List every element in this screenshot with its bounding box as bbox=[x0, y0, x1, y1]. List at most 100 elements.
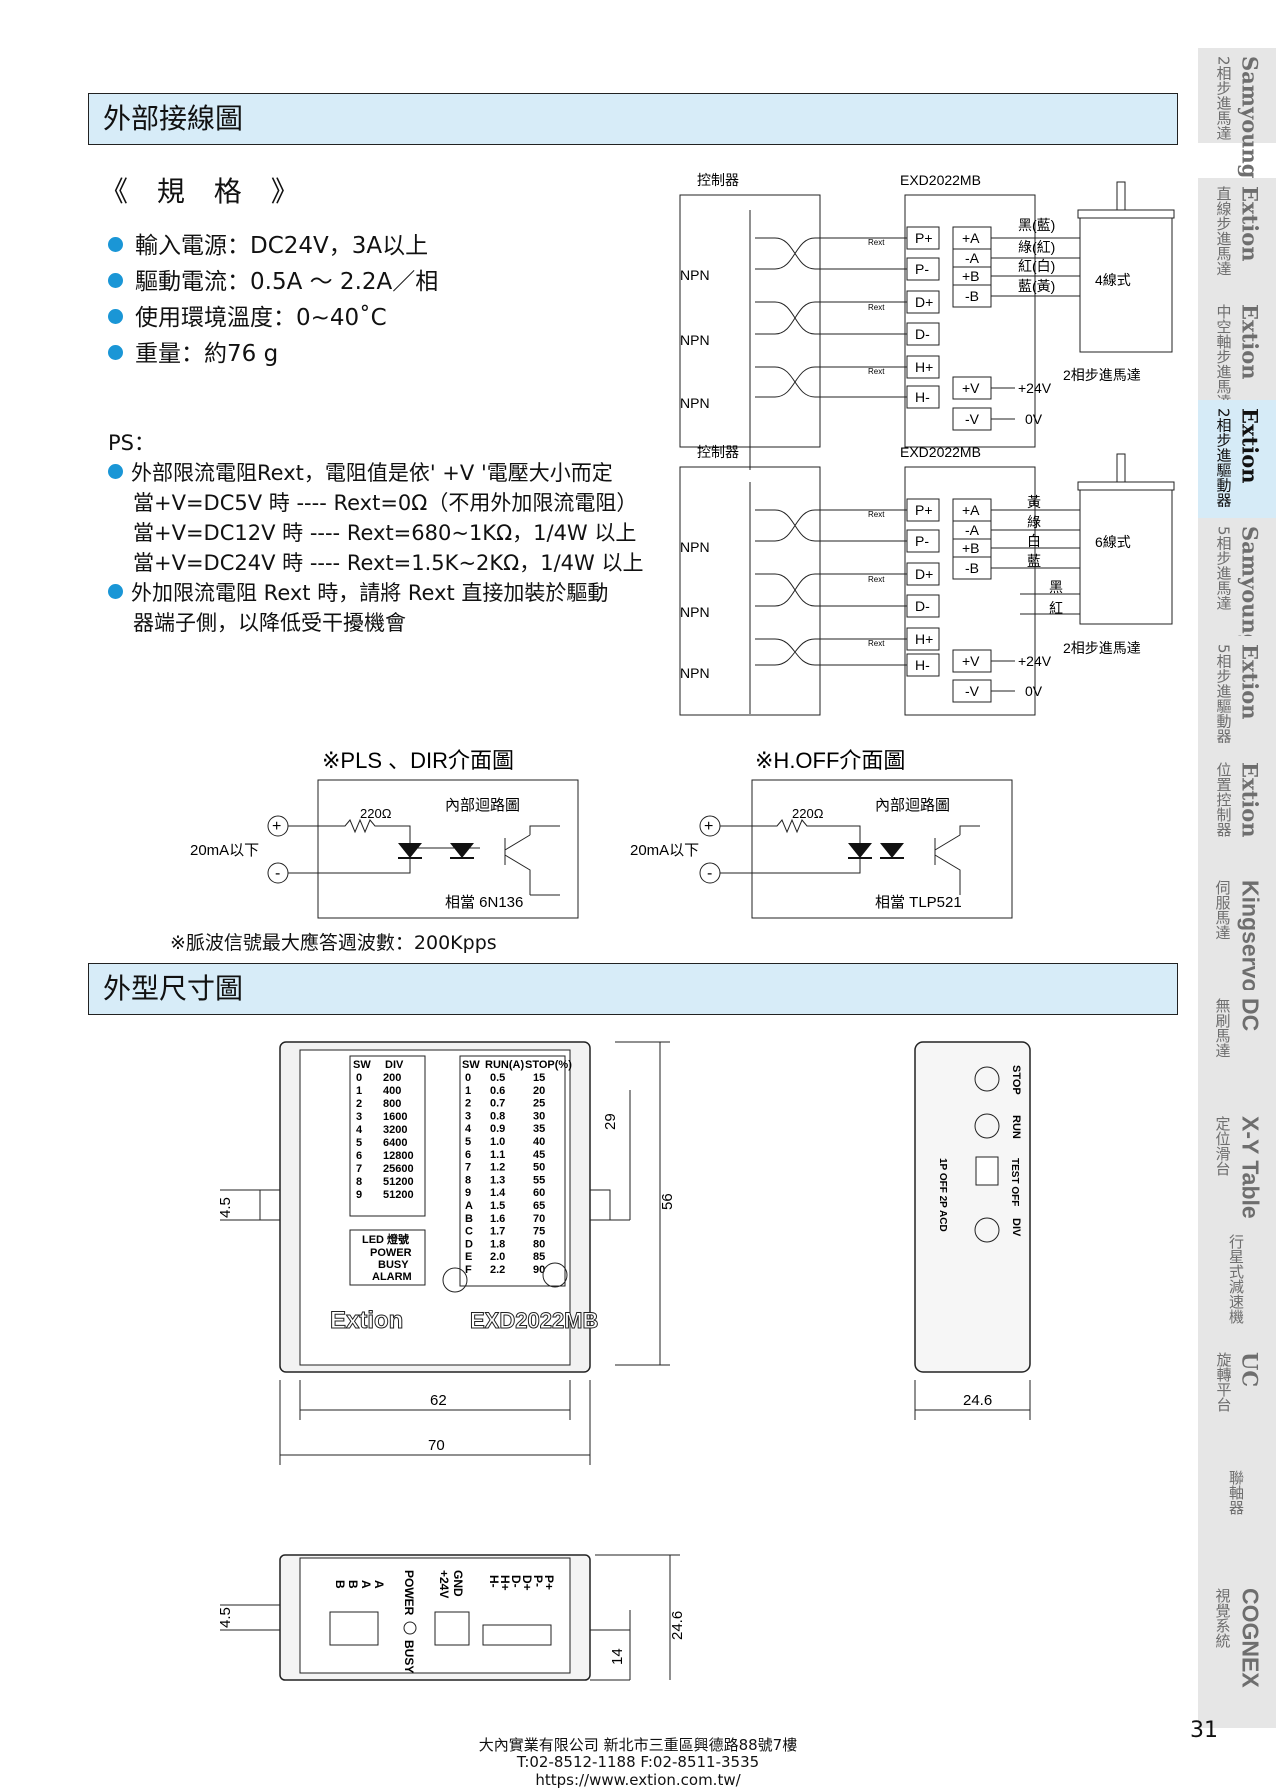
svg-text:GND: GND bbox=[451, 1570, 465, 1597]
bullet-icon bbox=[108, 273, 123, 288]
run-cell: 1.4 bbox=[490, 1187, 506, 1199]
footer-url[interactable]: https://www.extion.com.tw/ bbox=[535, 1771, 741, 1789]
svg-text:H+: H+ bbox=[498, 1575, 512, 1591]
div-cell: 12800 bbox=[383, 1150, 414, 1162]
run-cell: 8 bbox=[465, 1174, 471, 1186]
div-cell: 8 bbox=[356, 1176, 362, 1188]
svg-text:+V: +V bbox=[962, 380, 980, 396]
svg-text:+A: +A bbox=[962, 230, 980, 246]
run-cell: 35 bbox=[533, 1123, 545, 1135]
spec-title: 《 規 格 》 bbox=[100, 175, 309, 208]
run-cell: 0 bbox=[465, 1072, 471, 1084]
svg-text:D+: D+ bbox=[915, 294, 933, 310]
ps-line: 當+V=DC24V 時 ---- Rext=1.5K~2KΩ，1/4W 以上 bbox=[133, 551, 644, 575]
rext-label: Rext bbox=[868, 639, 885, 648]
run-cell: D bbox=[465, 1238, 473, 1250]
svg-text:-B: -B bbox=[965, 560, 979, 576]
rext-label: Rext bbox=[868, 575, 885, 584]
footer-phone: T:02-8512-1188 F:02-8511-3535 bbox=[516, 1753, 760, 1771]
spec-item: 重量：約76 g bbox=[108, 336, 438, 372]
run-cell: 65 bbox=[533, 1200, 545, 1212]
svg-text:RUN: RUN bbox=[1010, 1115, 1022, 1139]
front-view: B B A A POWER BUSY +24V GND H- H+ D- D+ … bbox=[217, 1554, 686, 1681]
wiring-4wire: 控制器 EXD2022MB 4線式 2相步進馬達 P+ P- D+ D- H+ … bbox=[679, 172, 1175, 470]
terminal--V: -V bbox=[952, 679, 992, 703]
rext-label: Rext bbox=[868, 238, 885, 247]
rext-label: Rext bbox=[868, 303, 885, 312]
run-cell: 25 bbox=[533, 1098, 545, 1110]
wire-label: 紅 bbox=[1049, 600, 1063, 616]
terminal-+A: +A bbox=[952, 226, 992, 250]
svg-text:+B: +B bbox=[962, 268, 980, 284]
minus-terminal: - bbox=[707, 865, 712, 882]
svg-text:STOP(%): STOP(%) bbox=[525, 1059, 572, 1071]
ps-notes: PS： 外部限流電阻Rext，電阻值是依' +V '電壓大小而定 當+V=DC5… bbox=[108, 428, 653, 638]
run-cell: 30 bbox=[533, 1110, 545, 1122]
ps-line: 外加限流電阻 Rext 時，請將 Rext 直接加裝於驅動 bbox=[108, 578, 653, 608]
npn-label: NPN bbox=[680, 332, 710, 348]
page-number: 31 bbox=[1190, 1718, 1218, 1743]
bullet-icon bbox=[108, 464, 123, 479]
terminal-+B: +B bbox=[952, 538, 992, 558]
wire-label: 黃 bbox=[1027, 494, 1041, 510]
svg-text:P-: P- bbox=[915, 533, 929, 549]
ps-text: 外加限流電阻 Rext 時，請將 Rext 直接加裝於驅動 bbox=[131, 581, 609, 605]
driver-label: EXD2022MB bbox=[900, 444, 981, 460]
run-cell: 9 bbox=[465, 1187, 471, 1199]
svg-text:H+: H+ bbox=[915, 359, 933, 375]
side-tab[interactable]: 聯軸器 bbox=[1198, 1462, 1276, 1581]
run-cell: 1.0 bbox=[490, 1136, 505, 1148]
div-cell: 6400 bbox=[383, 1137, 407, 1149]
run-cell: 60 bbox=[533, 1187, 545, 1199]
svg-text:D+: D+ bbox=[520, 1575, 534, 1591]
svg-text:A: A bbox=[359, 1580, 373, 1589]
run-cell: 85 bbox=[533, 1251, 545, 1263]
current-label: 20mA以下 bbox=[630, 842, 699, 859]
footer-address: 大內實業有限公司 新北市三重區興德路88號7樓 bbox=[478, 1736, 798, 1754]
svg-text:+B: +B bbox=[962, 540, 980, 556]
pls-dir-interface: ※PLS 、DIR介面圖 220Ω 內部迴路圖 + - 20mA以下 相當 6N… bbox=[190, 748, 579, 919]
svg-text:STOP: STOP bbox=[1010, 1065, 1022, 1095]
div-cell: 1600 bbox=[383, 1111, 407, 1123]
power-label: 0V bbox=[1025, 411, 1043, 427]
plus-terminal: + bbox=[272, 818, 281, 835]
div-cell: 25600 bbox=[383, 1163, 414, 1175]
bullet-icon bbox=[108, 584, 123, 599]
terminal-P-: P- bbox=[906, 257, 940, 281]
ps-text: 外部限流電阻Rext，電阻值是依' +V '電壓大小而定 bbox=[131, 461, 613, 485]
run-cell: 2.0 bbox=[490, 1251, 505, 1263]
side-dim-24.6: 24.6 bbox=[963, 1392, 992, 1409]
run-cell: 40 bbox=[533, 1136, 545, 1148]
run-cell: 6 bbox=[465, 1149, 471, 1161]
pls-title: ※PLS 、DIR介面圖 bbox=[322, 748, 514, 773]
current-label: 20mA以下 bbox=[190, 842, 259, 859]
freq-note: ※脈波信號最大應答週波數：200Kpps bbox=[170, 932, 497, 954]
svg-text:DIV: DIV bbox=[385, 1059, 404, 1071]
terminal-H-: H- bbox=[906, 385, 940, 409]
side-tab[interactable]: 行星式減速機 bbox=[1198, 1226, 1276, 1345]
spec-item: 使用環境溫度：0~40˚C bbox=[108, 300, 438, 336]
resistor-label: 220Ω bbox=[360, 806, 392, 821]
driver-label: EXD2022MB bbox=[900, 172, 981, 188]
wires bbox=[749, 210, 1080, 470]
run-cell: 80 bbox=[533, 1238, 545, 1250]
driver-box bbox=[904, 466, 1036, 716]
run-cell: 90 bbox=[533, 1264, 545, 1276]
bullet-icon bbox=[108, 345, 123, 360]
run-cell: 0.7 bbox=[490, 1098, 505, 1110]
controller-label: 控制器 bbox=[697, 444, 739, 460]
run-cell: B bbox=[465, 1213, 473, 1225]
